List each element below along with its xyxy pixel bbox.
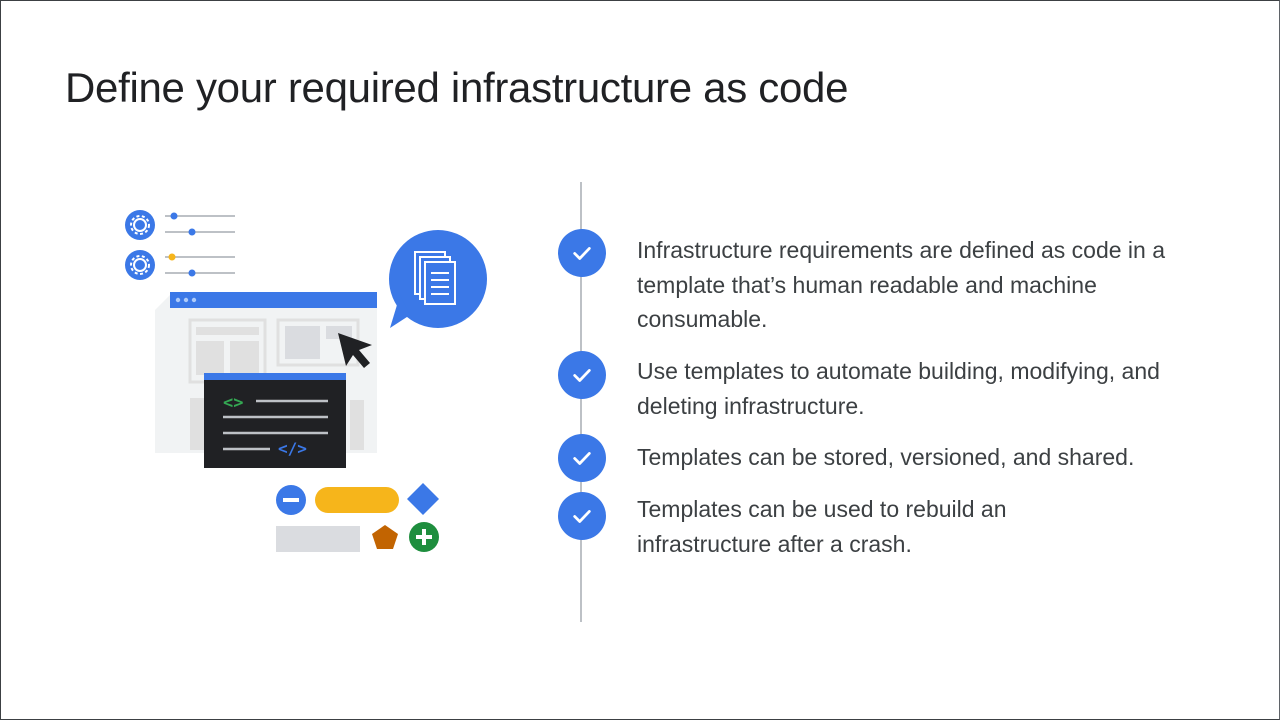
blue-diamond-shape xyxy=(407,483,439,515)
settings-gear-icon xyxy=(125,210,155,240)
code-open-tag: <> xyxy=(223,393,243,413)
documents-bubble-icon xyxy=(389,230,487,328)
code-close-tag: </> xyxy=(278,439,307,458)
gray-bar-shape xyxy=(276,526,360,552)
settings-gear-icon xyxy=(125,250,155,280)
plus-circle-icon xyxy=(409,522,439,552)
code-editor-panel: <> </> xyxy=(204,373,346,468)
orange-pentagon-shape xyxy=(372,525,398,549)
mouse-cursor-icon xyxy=(338,333,372,368)
minus-circle-icon xyxy=(276,485,306,515)
slider-lines-1 xyxy=(165,212,235,236)
slider-lines-2 xyxy=(165,253,235,277)
slide-title: Define your required infrastructure as c… xyxy=(65,64,849,111)
yellow-pill-shape xyxy=(315,487,399,513)
infrastructure-illustration: <> </> xyxy=(125,210,487,552)
timeline-divider xyxy=(580,182,582,622)
